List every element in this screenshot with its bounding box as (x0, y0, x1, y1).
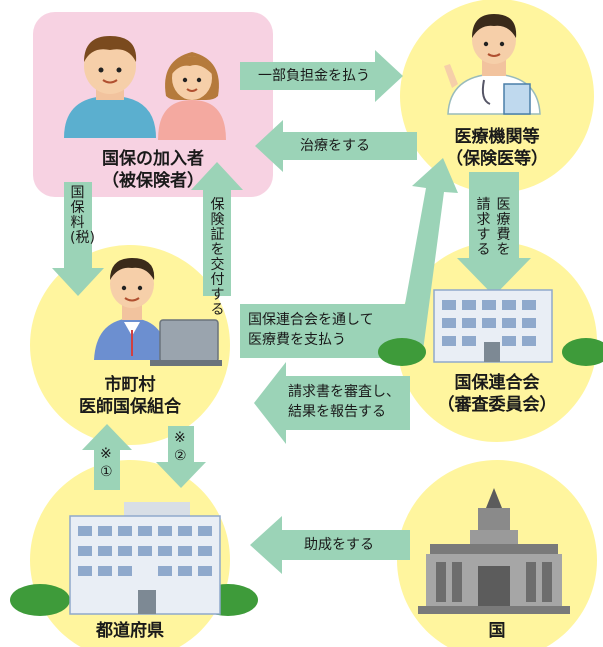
insured-line1: 国保の加入者 (102, 149, 204, 169)
medical-node-label: 医療機関等 （保険医等） (417, 126, 577, 170)
premium-label: 国保料(税) (70, 185, 95, 246)
note2-number: ② (174, 448, 187, 464)
note2-mark: ※ (174, 430, 186, 446)
prefecture-line1: 都道府県 (96, 621, 164, 641)
treatment-arrow (255, 120, 417, 172)
doctor-icon (444, 14, 541, 115)
insured-line2: （被保険者） (102, 171, 204, 191)
claim-label-col1: 医療費を (496, 197, 511, 258)
claim-label-col2: 請求する (476, 197, 491, 258)
card-arrow (191, 162, 243, 296)
municipality-line1: 市町村 (104, 375, 156, 395)
municipality-line2: 医師国保組合 (79, 397, 181, 417)
federation-node-label: 国保連合会 （審査委員会） (417, 372, 577, 416)
note1-mark: ※ (100, 446, 112, 462)
review-label-line1: 請求書を審査し、 (288, 384, 400, 400)
diet-building-icon (418, 488, 570, 614)
premium-arrow (52, 182, 104, 296)
review-label-line2: 結果を報告する (288, 404, 386, 420)
note2-arrow (156, 426, 206, 488)
copay-label: 一部負担金を払う (258, 68, 370, 84)
claim-arrow (457, 172, 531, 296)
note1-number: ① (100, 464, 113, 480)
prefecture-node-label: 都道府県 (80, 620, 180, 642)
copay-arrow (240, 50, 403, 102)
medical-line1: 医療機関等 (454, 127, 540, 147)
insured-node-label: 国保の加入者 （被保険者） (53, 148, 253, 192)
note1-arrow (82, 424, 132, 490)
prefecture-building-icon (10, 502, 258, 616)
payment-arrow (240, 158, 458, 358)
treatment-label: 治療をする (300, 138, 370, 154)
subsidy-arrow (250, 516, 410, 574)
medical-line2: （保険医等） (446, 149, 548, 169)
federation-line1: 国保連合会 (454, 373, 540, 393)
subsidy-label: 助成をする (304, 537, 374, 553)
payment-label-line2: 医療費を支払う (248, 332, 346, 348)
municipality-node-label: 市町村 医師国保組合 (60, 374, 200, 418)
official-icon (94, 258, 222, 366)
building-icon (378, 289, 603, 366)
nation-line1: 国 (488, 621, 506, 641)
federation-line2: （審査委員会） (437, 395, 557, 415)
review-arrow (254, 362, 410, 444)
family-icon (64, 36, 226, 140)
nation-node-label: 国 (477, 620, 517, 642)
card-label: 保険証を交付する (210, 197, 225, 318)
payment-label-line1: 国保連合会を通して (248, 312, 374, 328)
